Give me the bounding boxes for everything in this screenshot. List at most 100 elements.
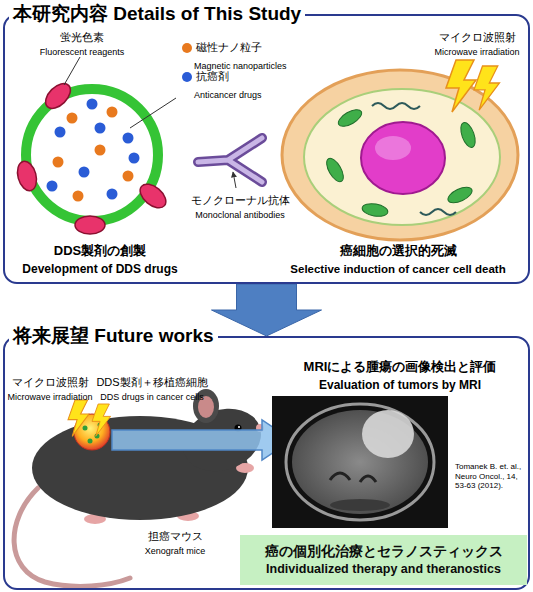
mri-brain [292, 410, 428, 514]
label-box: 担癌マウス [148, 526, 203, 544]
nucleus-highlight [375, 136, 411, 160]
label-box: Microwave irradiation [434, 41, 519, 59]
label-box: マイクロ波照射 [12, 372, 89, 390]
annotation-label: DDS製剤＋移植癌細胞 [96, 376, 207, 389]
liposome [14, 57, 176, 234]
nucleus [361, 122, 445, 194]
annotation-label: Evaluation of tumors by MRI [319, 378, 481, 392]
annotation-label: Anticancer drugs [194, 90, 262, 101]
mri-skull [286, 404, 434, 520]
nanoparticle-dot [53, 157, 64, 168]
annotation-label: Monoclonal antibodies [195, 210, 285, 221]
drug-dot [123, 133, 134, 144]
flow-arrow [212, 284, 322, 336]
mouse-eye-glint [238, 426, 240, 428]
liposome-membrane [26, 89, 158, 221]
microwave-bolt [446, 60, 476, 112]
antibody-outline [198, 138, 262, 182]
annotation-label: Xenograft mice [145, 546, 206, 557]
drug-particle [83, 426, 88, 431]
legend-entry: 磁性ナノ粒子 [182, 41, 262, 54]
annotation-label: Development of DDS drugs [22, 262, 177, 276]
drug-dot [107, 189, 118, 200]
cell-membrane [282, 70, 518, 240]
legend-swatch [182, 72, 192, 82]
nanoparticle-dot [73, 191, 84, 202]
antibody [198, 138, 262, 188]
fluorescent-dye [75, 216, 105, 234]
annotation-label: MRIによる腫瘍の画像検出と評価 [304, 359, 497, 375]
leader-arrow [233, 172, 236, 188]
annotation-label: Microwave irradiation [434, 47, 519, 58]
legend-text: 磁性ナノ粒子 [196, 41, 262, 54]
label-box: DDS製剤＋移植癌細胞 [96, 372, 207, 390]
microwave-bolt [68, 400, 89, 436]
annotation-label: Microwave irradiation [7, 392, 92, 403]
box-text: Individualized therapy and theranostics [266, 561, 501, 577]
endoplasmic-reticulum [372, 103, 420, 109]
mitochondrion [336, 106, 365, 129]
fluorescent-dye [136, 179, 171, 212]
mitochondrion [458, 121, 478, 150]
label-box: DDS製剤の創製 [54, 241, 146, 259]
drug-dot [87, 99, 98, 110]
annotation-label: 担癌マウス [148, 530, 203, 543]
annotation-label: 蛍光色素 [60, 31, 104, 44]
mri-background [272, 396, 448, 528]
section-panel: 将来展望 Future works癌の個別化治療とセラノスティックスIndivi… [3, 336, 530, 590]
panel-heading: 本研究内容 Details of This Study [9, 3, 305, 25]
legend-swatch [182, 43, 192, 53]
label-box: MRIによる腫瘍の画像検出と評価 [304, 357, 497, 375]
annotation-label: Tomanek B. et. al., Neuro Oncol., 14, 53… [455, 462, 527, 491]
label-box: Development of DDS drugs [22, 259, 177, 277]
label-box: Selective induction of cancer cell death [290, 259, 505, 277]
microwave-bolt [474, 66, 500, 110]
antibody-fill [198, 138, 262, 182]
label-box: Tomanek B. et. al., Neuro Oncol., 14, 53… [455, 462, 527, 491]
fluorescent-dye [41, 79, 75, 113]
drug-dot [129, 153, 140, 164]
annotation-label: マイクロ波照射 [439, 31, 516, 44]
legend-text: 抗癌剤 [196, 70, 229, 83]
annotation-label: マイクロ波照射 [12, 376, 89, 389]
annotation-label: DDS drugs in cancer cells [100, 392, 204, 403]
label-box: Monoclonal antibodies [195, 204, 285, 222]
mitochondrion [446, 184, 475, 206]
fluorescent-dye [14, 159, 39, 193]
microwave-bolt [92, 404, 111, 436]
label-box: Fluorescent reagents [40, 41, 125, 59]
drug-particle [88, 439, 93, 444]
drug-dot [79, 167, 90, 178]
label-box: Xenograft mice [145, 540, 206, 558]
label-box: マイクロ波照射 [439, 27, 516, 45]
label-box: DDS drugs in cancer cells [100, 386, 204, 404]
nanoparticle-dot [95, 145, 106, 156]
annotation-label: Fluorescent reagents [40, 47, 125, 58]
cytoplasm [304, 89, 500, 225]
legend-entry: 抗癌剤 [182, 70, 229, 83]
nanoparticle-dot [107, 107, 118, 118]
mri-cerebellum [330, 499, 390, 511]
drug-dot [95, 123, 106, 134]
endoplasmic-reticulum [420, 209, 456, 215]
drug-dot [55, 127, 66, 138]
mri-ventricle [330, 473, 376, 482]
label-box: モノクローナル抗体 [191, 190, 290, 208]
mri-image [272, 396, 448, 528]
leader-line [64, 57, 80, 85]
mitochondrion [323, 156, 346, 185]
mouse [14, 389, 270, 586]
box-text: 癌の個別化治療とセラノスティックス [265, 543, 503, 561]
leader-line [130, 98, 176, 128]
cancer-cell [282, 70, 518, 240]
panel-heading: 将来展望 Future works [9, 325, 218, 347]
label-box: Anticancer drugs [194, 84, 262, 102]
annotation-label: DDS製剤の創製 [54, 243, 146, 259]
drug-dot [47, 181, 58, 192]
label-box: Evaluation of tumors by MRI [319, 375, 481, 393]
mri-tumor [362, 410, 414, 458]
label-box: Microwave irradiation [7, 386, 92, 404]
